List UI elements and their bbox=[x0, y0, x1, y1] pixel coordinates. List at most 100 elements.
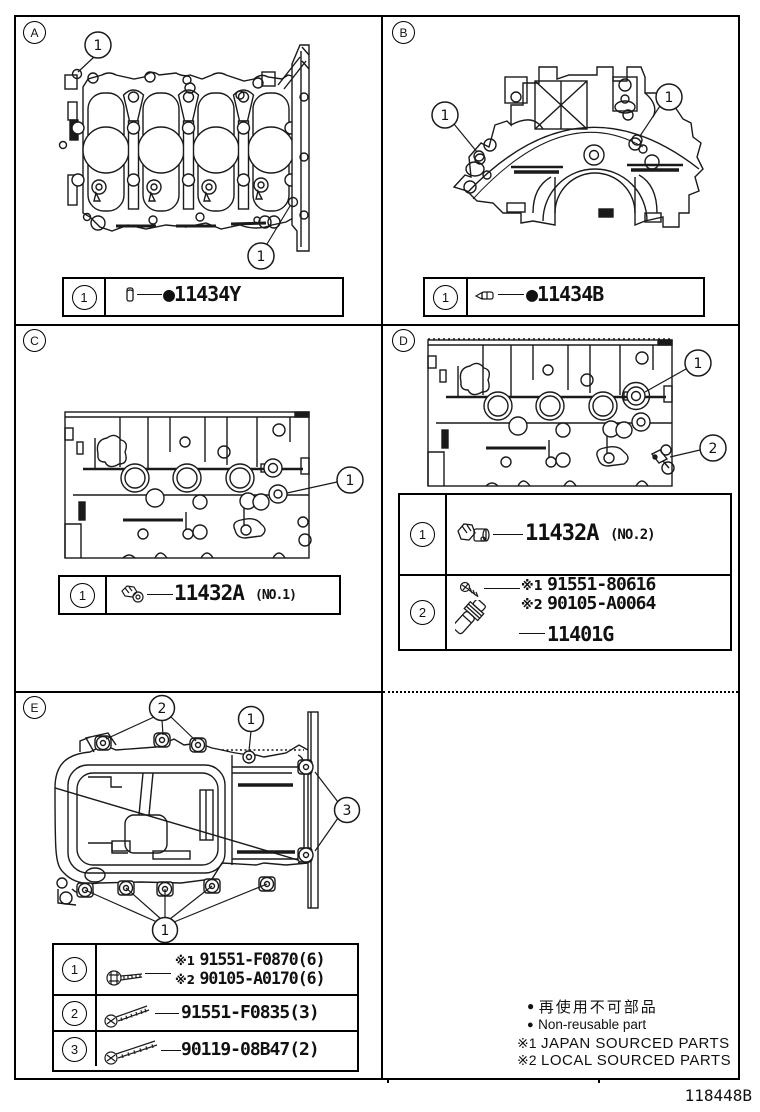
part-number: 11432A bbox=[525, 521, 599, 546]
ref-circle: 1 bbox=[433, 284, 458, 310]
part-number: 11401G bbox=[547, 622, 614, 646]
oil-pressure-sensor-icon bbox=[455, 600, 486, 635]
leader-line bbox=[137, 294, 162, 295]
ref-number: 3 bbox=[70, 1041, 79, 1057]
panel-a: 1 1 A 1 ●11434Y bbox=[16, 17, 381, 324]
callout-1: 1 bbox=[286, 466, 364, 494]
part-note: (NO.2) bbox=[610, 527, 656, 543]
ref-number: 1 bbox=[70, 962, 79, 977]
union-bolt-icon bbox=[459, 581, 479, 598]
panel-c-part-table: 1 11432A (NO.1) bbox=[58, 575, 341, 615]
panel-c-label: C bbox=[23, 329, 46, 352]
ref-circle: 1 bbox=[70, 582, 95, 608]
alt-part-lines: ※1 91551-F0870(6) ※2 90105-A0170(6) bbox=[175, 951, 326, 989]
ref-circle: 1 bbox=[71, 284, 97, 310]
sourcing-prefix: ※1 bbox=[517, 1035, 537, 1051]
part-number: 90119-08B47(2) bbox=[181, 1039, 320, 1060]
part-cell: ※1 91551-80616 ※2 90105-A0064 11401G bbox=[447, 576, 730, 649]
bullet-icon: ● bbox=[527, 999, 535, 1013]
leader-line bbox=[145, 973, 171, 974]
panel-d-label: D bbox=[392, 329, 415, 352]
sourcing-prefix: ※2 bbox=[517, 1052, 537, 1068]
table-row: 1 ●11434Y bbox=[64, 279, 342, 315]
part-number: 91551-F0835(3) bbox=[181, 1002, 320, 1023]
panel-e: 2 1 3 1 E 1 bbox=[16, 693, 381, 1076]
panel-b-label: B bbox=[392, 21, 415, 44]
registration-tick-2 bbox=[598, 1078, 600, 1083]
screw-plug-icon bbox=[457, 523, 490, 542]
cylinder-block-side-drawing-3: 1 2 bbox=[426, 338, 727, 488]
legend-nonreusable-jp: ● 再使用不可部品 bbox=[527, 996, 658, 1017]
part-number: 90105-A0170(6) bbox=[199, 969, 325, 988]
legend-local-text: LOCAL SOURCED PARTS bbox=[540, 1052, 732, 1069]
part-number-text: 11434Y bbox=[174, 282, 241, 306]
ref-cell: 1 bbox=[60, 577, 107, 613]
ref-number: 2 bbox=[418, 605, 427, 620]
ref-circle: 1 bbox=[62, 957, 87, 982]
cylinder-block-side-drawing: 1 1 bbox=[58, 31, 310, 270]
ref-cell: 1 bbox=[54, 945, 97, 994]
ref-cell: 2 bbox=[400, 576, 447, 649]
ref-number: 1 bbox=[418, 527, 427, 542]
part-number: ●11434B bbox=[526, 282, 604, 306]
svg-text:1: 1 bbox=[441, 108, 450, 124]
svg-text:2: 2 bbox=[709, 441, 718, 457]
part-number-text: 11434B bbox=[537, 282, 604, 306]
svg-text:2: 2 bbox=[158, 701, 167, 717]
grid-horizontal-divider-2-solid bbox=[16, 691, 383, 693]
ref-number: 1 bbox=[80, 289, 88, 305]
sourcing-prefix: ※1 bbox=[175, 954, 196, 968]
screw-plug-icon bbox=[121, 585, 144, 603]
ref-cell: 1 bbox=[64, 279, 106, 315]
svg-text:3: 3 bbox=[343, 803, 352, 819]
panel-c-letter: C bbox=[30, 333, 39, 348]
sourcing-prefix: ※2 bbox=[175, 973, 196, 987]
callout-2: 2 bbox=[669, 434, 727, 462]
part-cell: 11432A (NO.1) bbox=[107, 577, 339, 613]
panel-b: 1 1 B 1 ●11434B bbox=[383, 17, 736, 324]
legend-japan-sourced: ※1 JAPAN SOURCED PARTS bbox=[517, 1035, 730, 1053]
ref-number: 2 bbox=[70, 1005, 79, 1021]
straight-pin-icon bbox=[474, 291, 494, 300]
panel-a-label: A bbox=[23, 21, 46, 44]
grid-vertical-divider bbox=[381, 17, 383, 1078]
panel-b-letter: B bbox=[399, 25, 408, 40]
part-cell: 91551-F0835(3) bbox=[97, 996, 357, 1030]
part-cell: ※1 91551-F0870(6) ※2 90105-A0170(6) bbox=[97, 945, 357, 994]
callout-1-right: 1 bbox=[631, 83, 683, 146]
cylinder-block-side-drawing-2: 1 bbox=[63, 410, 364, 560]
leader-line bbox=[155, 1013, 179, 1014]
leader-line bbox=[493, 534, 523, 535]
panel-d: 1 2 D 1 11432A ( bbox=[383, 326, 736, 691]
part-note: (NO.1) bbox=[255, 588, 297, 603]
ref-number: 1 bbox=[441, 289, 450, 305]
part-cell: ●11434B bbox=[468, 279, 703, 315]
oil-pan-drawing: 2 1 3 1 bbox=[54, 694, 361, 944]
svg-text:1: 1 bbox=[257, 249, 266, 265]
flange-bolt-icon bbox=[104, 1040, 158, 1065]
panel-c: 1 C 1 11432A (NO.1) bbox=[16, 326, 381, 691]
svg-text:1: 1 bbox=[161, 923, 170, 939]
ref-circle: 3 bbox=[62, 1036, 87, 1062]
grid-horizontal-divider-1 bbox=[16, 324, 738, 326]
legend-jp-text: 再使用不可部品 bbox=[538, 998, 658, 1016]
svg-text:1: 1 bbox=[247, 712, 256, 728]
callout-2: 2 bbox=[105, 694, 197, 742]
panel-e-label: E bbox=[23, 696, 46, 719]
flange-bolt-icon bbox=[104, 1005, 150, 1028]
callout-1: 1 bbox=[644, 349, 712, 393]
svg-text:1: 1 bbox=[346, 473, 355, 489]
legend-area: ● 再使用不可部品 ● Non-reusable part ※1 JAPAN S… bbox=[383, 693, 736, 1076]
legend-local-sourced: ※2 LOCAL SOURCED PARTS bbox=[517, 1052, 731, 1070]
leader-line bbox=[161, 1050, 181, 1051]
callout-1-bottom: 1 bbox=[84, 883, 268, 944]
grid-horizontal-divider-2-dotted bbox=[383, 691, 738, 693]
alt-part-lines: ※1 91551-80616 ※2 90105-A0064 bbox=[521, 576, 656, 614]
flange-bolt-icon bbox=[106, 970, 143, 986]
stud-bolt-icon bbox=[126, 287, 134, 302]
ref-circle: 1 bbox=[410, 522, 435, 547]
table-row: 1 11432A (NO.1) bbox=[60, 577, 339, 613]
panel-e-letter: E bbox=[30, 700, 39, 715]
table-row: 1 ●11434B bbox=[425, 279, 703, 315]
part-cell: 11432A (NO.2) bbox=[447, 495, 730, 574]
